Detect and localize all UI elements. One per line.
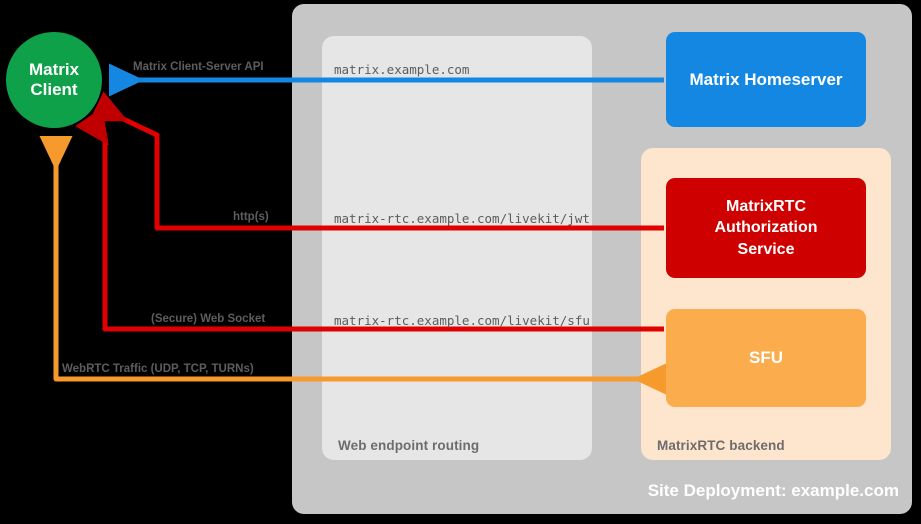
url-matrix-example-com: matrix.example.com (334, 62, 470, 77)
url-livekit-sfu: matrix-rtc.example.com/livekit/sfu (334, 313, 590, 328)
matrixrtc-backend-caption: MatrixRTC backend (657, 438, 785, 453)
matrix-client-label-line1: Matrix (28, 60, 80, 80)
sfu-label: SFU (749, 348, 783, 367)
edge-label-https: http(s) (233, 211, 269, 223)
site-deployment-caption: Site Deployment: example.com (647, 481, 899, 500)
url-livekit-jwt: matrix-rtc.example.com/livekit/jwt (334, 211, 590, 226)
edge-label-client-server-api: Matrix Client-Server API (133, 61, 264, 73)
matrix-client-label-line2: Client (30, 80, 78, 99)
edge-https (89, 91, 664, 231)
edge-websocket (75, 107, 664, 332)
edge-label-websocket: (Secure) Web Socket (151, 313, 266, 325)
auth-service-label-line3: Service (737, 240, 795, 258)
matrix-client-node[interactable]: Matrix Client (6, 32, 102, 128)
auth-service-label-line2: Authorization (714, 219, 818, 237)
matrixrtc-authorization-service-node[interactable]: MatrixRTC Authorization Service (666, 178, 866, 278)
edge-webrtc (39, 135, 669, 396)
web-endpoint-routing-caption: Web endpoint routing (338, 438, 480, 453)
edge-label-webrtc: WebRTC Traffic (UDP, TCP, TURNs) (62, 363, 254, 375)
matrix-homeserver-node[interactable]: Matrix Homeserver (666, 32, 866, 127)
auth-service-label-line1: MatrixRTC (725, 198, 806, 216)
matrix-homeserver-label: Matrix Homeserver (689, 69, 843, 89)
web-endpoint-routing-panel (322, 36, 592, 460)
sfu-node[interactable]: SFU (666, 309, 866, 407)
